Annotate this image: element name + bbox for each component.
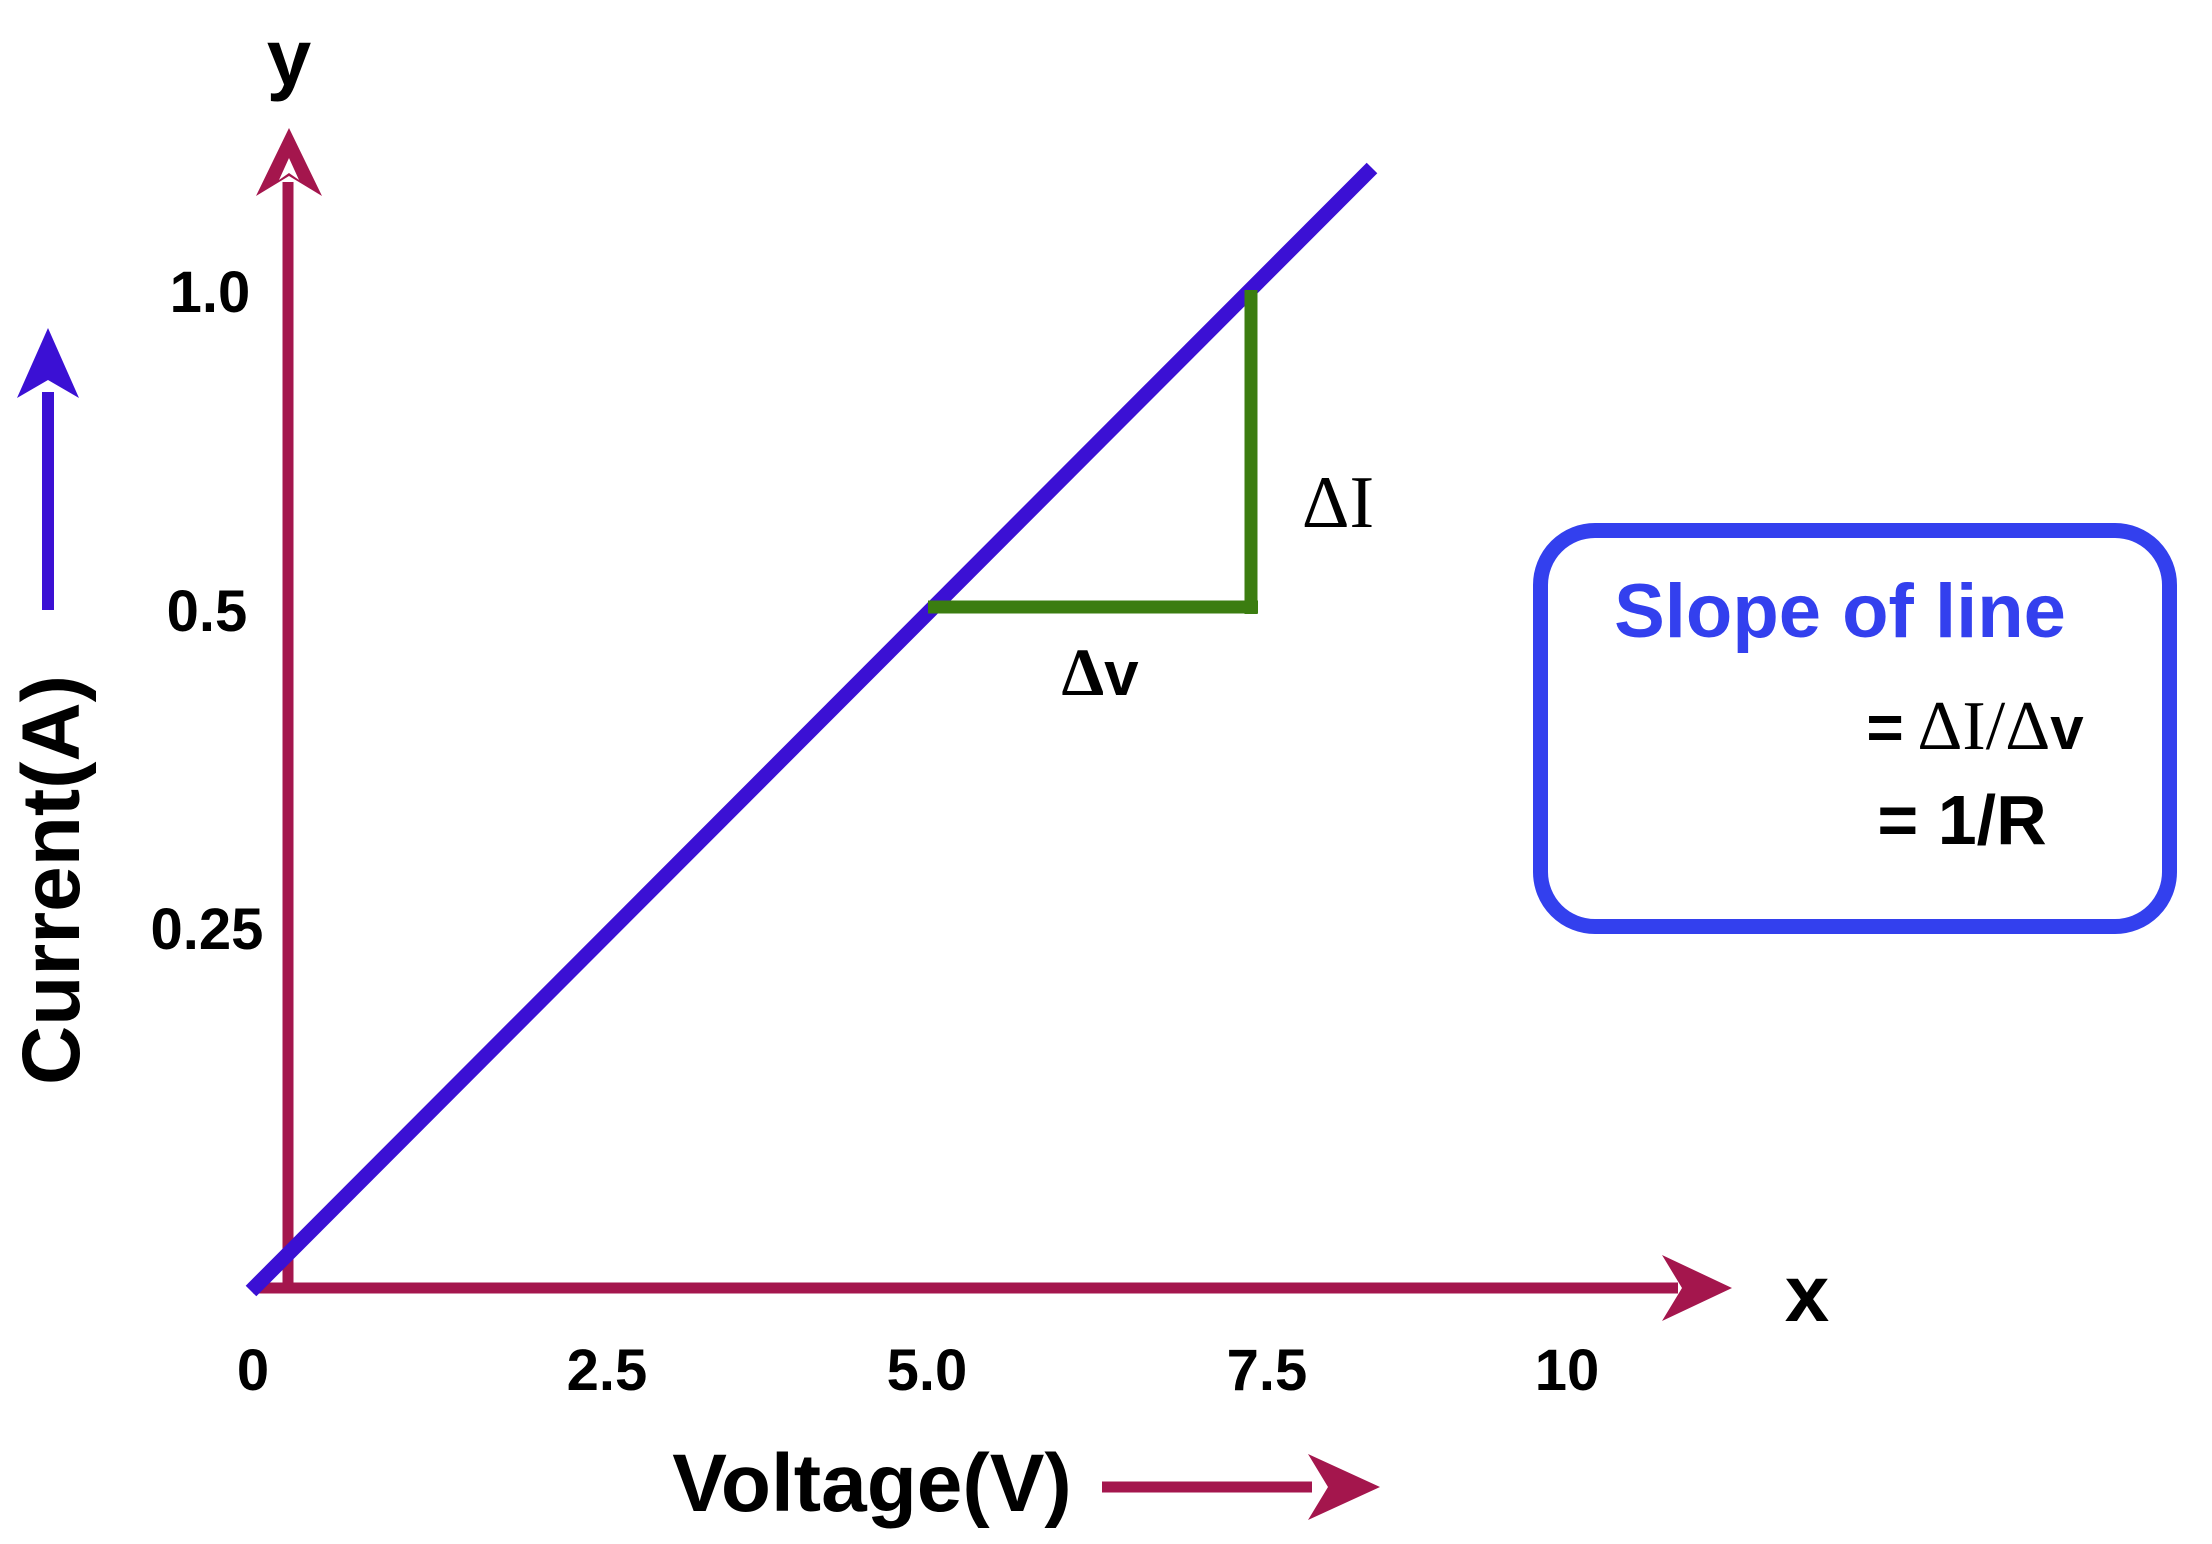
y-tick-0-5: 0.5 <box>166 579 248 644</box>
x-axis-title: Voltage(V) <box>672 1438 1072 1529</box>
y-axis-arrowhead-notch <box>279 158 299 180</box>
slope-equation-1: = ΔI/Δv <box>1866 692 2083 762</box>
vi-line <box>245 162 1378 1297</box>
run-label-delta-glyph: Δ <box>1061 634 1105 710</box>
slope-eq1-delta-ratio: ΔI/Δ <box>1903 688 2051 765</box>
x-tick-2-5: 2.5 <box>566 1338 648 1403</box>
slope-eq1-v-glyph: v <box>2050 695 2084 762</box>
y-tick-0-25: 0.25 <box>150 897 264 962</box>
rise-label-delta-i: ΔI <box>1301 462 1375 544</box>
run-label-v-glyph: v <box>1104 640 1139 709</box>
y-axis-title: Current(A) <box>6 675 97 1085</box>
x-tick-5-0: 5.0 <box>886 1338 968 1403</box>
x-axis-arrowhead-icon <box>1662 1255 1732 1321</box>
x-tick-0: 0 <box>236 1338 270 1403</box>
run-label-delta-v: Δv <box>1061 638 1138 706</box>
slope-eq1-equals: = <box>1866 691 1904 763</box>
y-tick-1-0: 1.0 <box>169 260 251 325</box>
y-axis-letter: y <box>266 13 312 102</box>
current-direction-arrowhead-icon <box>17 328 79 398</box>
slope-equation-2: = 1/R <box>1877 781 2047 859</box>
x-axis-letter: x <box>1784 1249 1830 1338</box>
slope-box-title: Slope of line <box>1614 569 2066 654</box>
slope-info-box <box>1533 523 2177 934</box>
voltage-direction-arrowhead-icon <box>1308 1454 1380 1520</box>
x-tick-7-5: 7.5 <box>1226 1338 1308 1403</box>
x-tick-10: 10 <box>1534 1338 1600 1403</box>
